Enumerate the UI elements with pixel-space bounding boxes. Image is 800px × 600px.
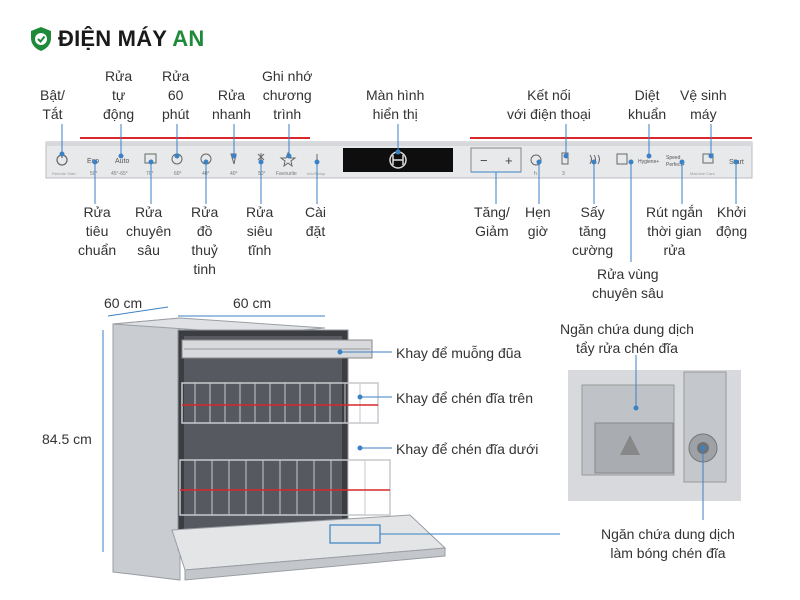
remote-start-text: Remote Start <box>52 171 76 176</box>
label-power: Bật/Tắt <box>40 87 65 122</box>
minus-button[interactable]: − <box>480 153 488 168</box>
speed-button-line2[interactable]: Perfect+ <box>666 162 685 168</box>
bosch-logo-icon <box>389 151 407 169</box>
shield-check-icon <box>31 27 51 51</box>
dimension-depth: 60 cm <box>104 295 143 311</box>
label-lower-rack: Khay để chén đĩa dưới <box>396 441 539 457</box>
quick-temp: 40° <box>230 171 238 177</box>
auto-temp: 45°-65° <box>111 171 128 177</box>
phone-icon <box>561 152 569 165</box>
label-cutlery-tray: Khay để muỗng đũa <box>396 345 522 361</box>
dishwasher-illustration <box>102 306 560 581</box>
brand-name: ĐIỆN MÁY AN <box>58 26 205 51</box>
label-upper-rack: Khay để chén đĩa trên <box>396 390 533 406</box>
plus-button[interactable]: + <box>505 153 513 168</box>
auto-text: Auto <box>115 158 130 165</box>
min60-temp: 60° <box>174 171 182 177</box>
favourite-text: Favourite <box>276 171 297 177</box>
zone-icon <box>616 153 628 165</box>
machine-care-text: Machine Care <box>690 171 716 176</box>
zone-button[interactable] <box>616 153 628 165</box>
star-icon <box>279 151 297 168</box>
timer-icon <box>530 154 542 166</box>
hygiene-button[interactable]: Hygiene+ <box>638 159 659 165</box>
dimension-width: 60 cm <box>233 295 272 311</box>
timer-button[interactable]: h <box>530 154 542 177</box>
silence-temp: 50° <box>258 171 266 177</box>
intensive-temp: 70° <box>146 171 154 177</box>
brand-logo: ĐIỆN MÁY AN <box>30 26 204 52</box>
auto-button[interactable]: Auto 45°-65° <box>111 158 130 177</box>
timer-h: h <box>534 171 537 177</box>
detergent-dispenser-illustration <box>568 355 741 520</box>
connect-button[interactable]: 3 <box>561 152 569 177</box>
machine-care-button[interactable]: Machine Care <box>690 153 716 176</box>
machine-care-icon <box>702 153 714 164</box>
connect-sec: 3 <box>562 171 565 177</box>
eco-temp: 50° <box>90 171 98 177</box>
speed-button-line1[interactable]: Speed <box>666 155 681 161</box>
dimension-height: 84.5 cm <box>42 431 92 447</box>
label-plus-minus: Tăng/Giảm <box>474 204 510 239</box>
favourite-button[interactable]: Favourite <box>276 151 297 177</box>
